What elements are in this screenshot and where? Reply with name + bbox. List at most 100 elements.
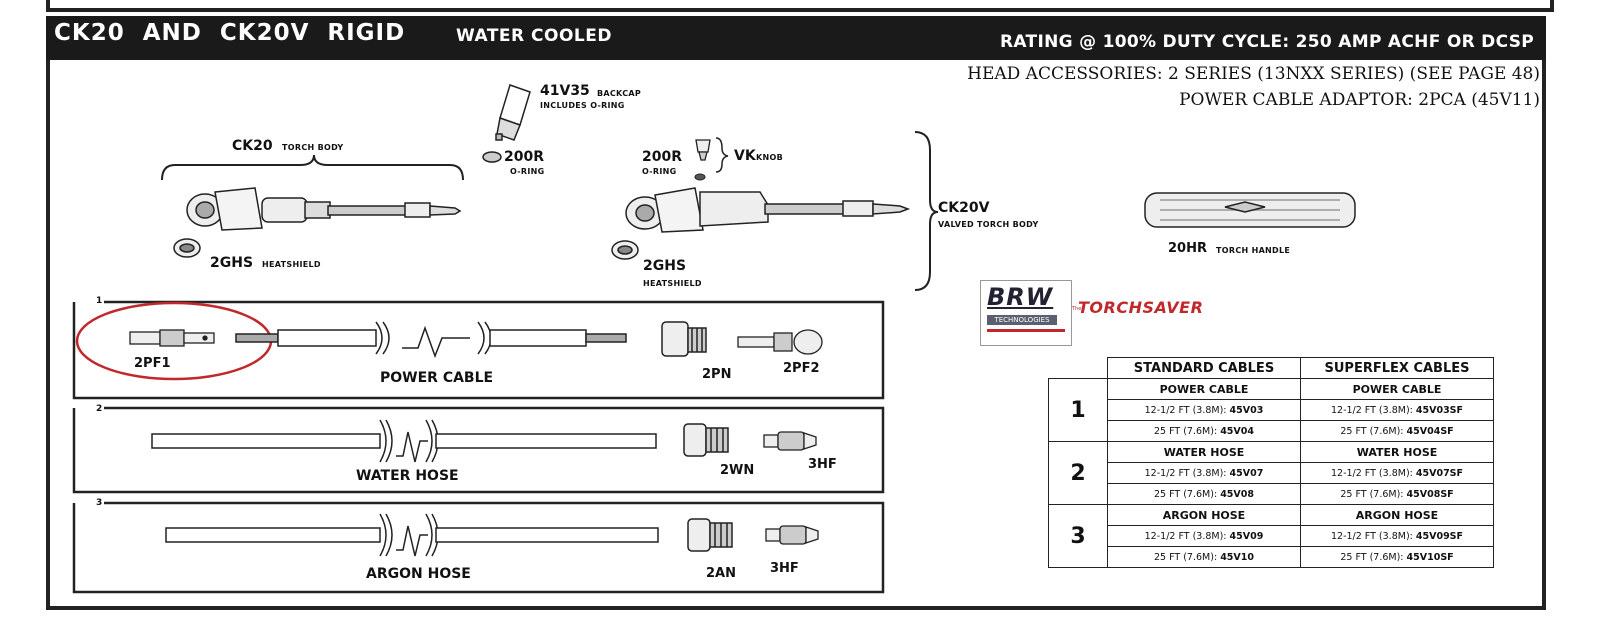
handle-code: 20HR <box>1168 241 1207 256</box>
backcap-code: 41V35 <box>540 83 590 99</box>
heatshield-drawing <box>173 238 201 258</box>
vk-brace <box>715 137 729 173</box>
table-row: 2 WATER HOSE WATER HOSE <box>1048 441 1494 505</box>
table-cell: 12-1/2 FT (3.8M): 45V09SF <box>1300 525 1494 547</box>
brw-logo-stripe <box>987 329 1065 332</box>
col-header-standard: STANDARD CABLES <box>1107 357 1301 379</box>
oring1-code: 200R <box>504 149 545 165</box>
backcap-desc: BACKCAP <box>597 89 642 98</box>
cable-row-3-box <box>72 501 885 594</box>
group-number: 3 <box>1048 504 1108 568</box>
vk-desc: KNOB <box>756 153 783 162</box>
section-label: POWER CABLE <box>1107 378 1301 400</box>
ck20v-desc: VALVED TORCH BODY <box>938 220 1039 229</box>
table-header-row: STANDARD CABLES SUPERFLEX CABLES <box>1049 357 1494 379</box>
vk-code: VK <box>734 148 756 164</box>
table-cell: 25 FT (7.6M): 45V08 <box>1107 483 1301 505</box>
ck20-desc: TORCH BODY <box>282 143 344 152</box>
argon-hose-label: ARGON HOSE <box>366 566 471 582</box>
previous-section-border <box>46 0 1554 12</box>
table-cell: 25 FT (7.6M): 45V04 <box>1107 420 1301 442</box>
water-hose-drawing <box>151 419 657 463</box>
heatshield2-desc: HEATSHIELD <box>643 279 702 288</box>
2pf2-label: 2PF2 <box>783 361 820 376</box>
backcap-drawing <box>495 84 531 141</box>
table-cell: 12-1/2 FT (3.8M): 45V03SF <box>1300 399 1494 421</box>
handle-drawing <box>1144 192 1356 228</box>
3hf-label-2: 3HF <box>770 561 799 576</box>
table-cell: 12-1/2 FT (3.8M): 45V03 <box>1107 399 1301 421</box>
table-row: 25 FT (7.6M): 45V08 25 FT (7.6M): 45V08S… <box>1049 483 1494 505</box>
section-subtitle: WATER COOLED <box>456 26 612 46</box>
brw-logo-text: BRW <box>987 283 1054 311</box>
row-1-number: 1 <box>96 296 103 306</box>
2pf1-fitting-drawing <box>129 329 215 347</box>
ck20v-torch-drawing <box>625 187 911 233</box>
head-accessories-text: HEAD ACCESSORIES: 2 SERIES (13NXX SERIES… <box>967 64 1540 84</box>
table-cell: 25 FT (7.6M): 45V10SF <box>1300 546 1494 568</box>
torchsaver-prefix: The <box>1072 306 1082 312</box>
title-bar: CK20 AND CK20V RIGID WATER COOLED RATING… <box>46 16 1546 60</box>
table-row: 12-1/2 FT (3.8M): 45V07 12-1/2 FT (3.8M)… <box>1049 462 1494 484</box>
section-label: ARGON HOSE <box>1300 504 1494 526</box>
row-2-number: 2 <box>96 404 103 414</box>
oring2-code: 200R <box>642 149 683 165</box>
oring1-desc: O-RING <box>510 167 545 176</box>
table-row: 1 POWER CABLE POWER CABLE <box>1048 378 1494 442</box>
2wn-nut-drawing <box>683 423 729 457</box>
water-hose-label: WATER HOSE <box>356 468 459 484</box>
2an-label: 2AN <box>706 566 736 581</box>
brw-logo: BRW TECHNOLOGIES <box>980 280 1072 346</box>
rating-text: RATING @ 100% DUTY CYCLE: 250 AMP ACHF O… <box>1000 32 1534 52</box>
section-label: WATER HOSE <box>1300 441 1494 463</box>
table-cell: 25 FT (7.6M): 45V10 <box>1107 546 1301 568</box>
oring2-drawing <box>694 173 706 181</box>
2an-nut-drawing <box>687 518 733 552</box>
row-3-number: 3 <box>96 498 103 508</box>
handle-desc: TORCH HANDLE <box>1216 246 1291 255</box>
oring2-desc: O-RING <box>642 167 677 176</box>
2pf2-fitting-drawing <box>737 329 823 355</box>
group-number: 1 <box>1048 378 1108 442</box>
ck20v-code: CK20V <box>938 200 990 216</box>
col-header-superflex: SUPERFLEX CABLES <box>1300 357 1494 379</box>
ck20-torch-drawing <box>186 187 462 231</box>
section-label: WATER HOSE <box>1107 441 1301 463</box>
table-cell: 12-1/2 FT (3.8M): 45V07 <box>1107 462 1301 484</box>
heatshield1-desc: HEATSHIELD <box>262 260 321 269</box>
heatshield1-code: 2GHS <box>210 255 254 271</box>
torchsaver-logo: TORCHSAVER <box>1078 298 1204 317</box>
table-row: 25 FT (7.6M): 45V10 25 FT (7.6M): 45V10S… <box>1049 546 1494 568</box>
2wn-label: 2WN <box>720 463 755 478</box>
2pf1-label: 2PF1 <box>134 356 171 371</box>
ck20v-brace <box>914 131 939 291</box>
power-cable-drawing <box>235 321 627 359</box>
cable-part-table: STANDARD CABLES SUPERFLEX CABLES 1 POWER… <box>1048 357 1494 568</box>
heatshield2-code: 2GHS <box>643 258 687 274</box>
table-cell: 25 FT (7.6M): 45V04SF <box>1300 420 1494 442</box>
3hf-label: 3HF <box>808 457 837 472</box>
3hf-fitting2-drawing <box>765 525 819 545</box>
section-title: CK20 AND CK20V RIGID <box>54 20 406 46</box>
cable-row-2-box <box>72 406 885 494</box>
2pn-nut-drawing <box>661 321 707 357</box>
heatshield2-drawing <box>611 240 639 260</box>
table-cell: 25 FT (7.6M): 45V08SF <box>1300 483 1494 505</box>
3hf-fitting-drawing <box>763 431 817 451</box>
ck20-code: CK20 <box>232 138 273 154</box>
table-row: 12-1/2 FT (3.8M): 45V09 12-1/2 FT (3.8M)… <box>1049 525 1494 547</box>
backcap-note: INCLUDES O-RING <box>540 101 625 110</box>
table-cell: 12-1/2 FT (3.8M): 45V09 <box>1107 525 1301 547</box>
power-cable-label: POWER CABLE <box>380 370 494 386</box>
power-cable-adaptor-text: POWER CABLE ADAPTOR: 2PCA (45V11) <box>1179 90 1540 110</box>
vk-knob-drawing <box>695 139 711 161</box>
cable-row-1-box <box>72 300 885 400</box>
oring-drawing <box>482 151 502 163</box>
ck20-brace <box>161 154 464 181</box>
argon-hose-drawing <box>165 513 659 557</box>
table-row: 12-1/2 FT (3.8M): 45V03 12-1/2 FT (3.8M)… <box>1049 399 1494 421</box>
table-row: 3 ARGON HOSE ARGON HOSE <box>1048 504 1494 568</box>
table-cell: 12-1/2 FT (3.8M): 45V07SF <box>1300 462 1494 484</box>
section-label: ARGON HOSE <box>1107 504 1301 526</box>
